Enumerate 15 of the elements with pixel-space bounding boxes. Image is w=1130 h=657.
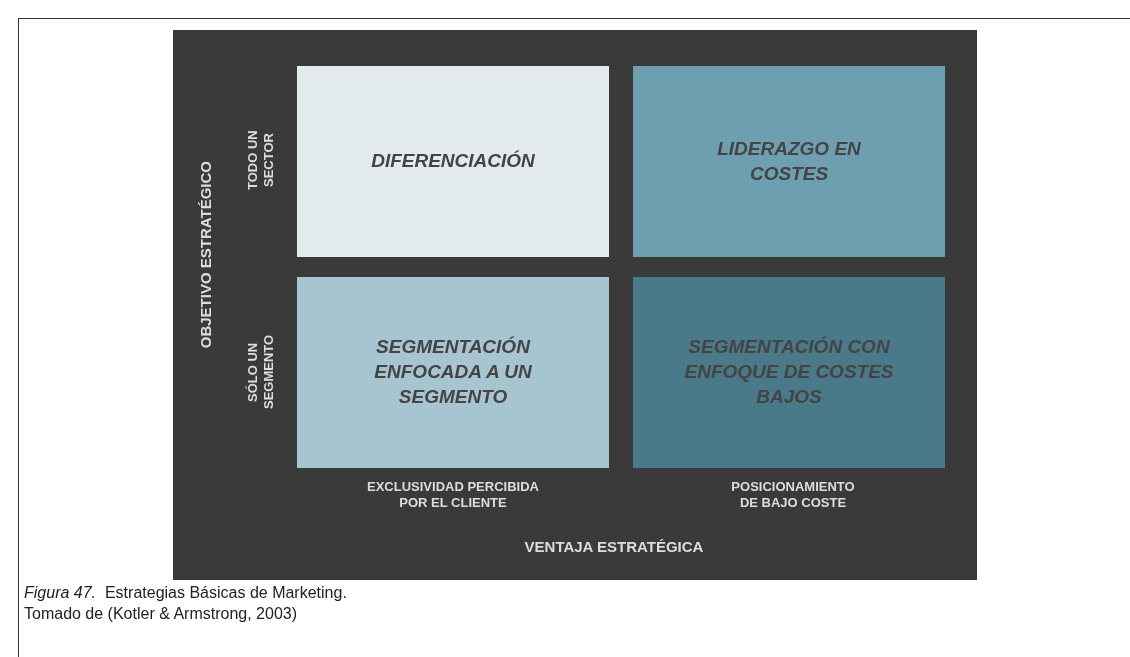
axis-title: VENTAJA ESTRATÉGICA — [524, 537, 704, 557]
strategy-label: SEGMENTACIÓN ENFOCADA A UN SEGMENTO — [373, 335, 533, 409]
column-label: POSICIONAMIENTO DE BAJO COSTE — [730, 478, 856, 512]
row-label: SÓLO UN SEGMENTO — [244, 333, 277, 412]
row-label: TODO UN SECTOR — [244, 129, 277, 192]
axis-title: OBJETIVO ESTRATÉGICO — [196, 161, 215, 349]
quadrant-box — [633, 66, 945, 257]
strategy-label: LIDERAZGO EN COSTES — [716, 136, 862, 186]
quadrant-box — [297, 277, 609, 468]
column-label: EXCLUSIVIDAD PERCIBIDA POR EL CLIENTE — [366, 478, 540, 512]
quadrant-box — [297, 66, 609, 257]
strategy-label: DIFERENCIACIÓN — [371, 149, 535, 174]
strategy-label: SEGMENTACIÓN CON ENFOQUE DE COSTES BAJOS — [683, 335, 895, 409]
quadrant-box — [633, 277, 945, 468]
figure-caption: Figura 47. Estrategias Básicas de Marketing. Tomado de (Kotler & Armstrong, 2003) — [24, 583, 348, 624]
